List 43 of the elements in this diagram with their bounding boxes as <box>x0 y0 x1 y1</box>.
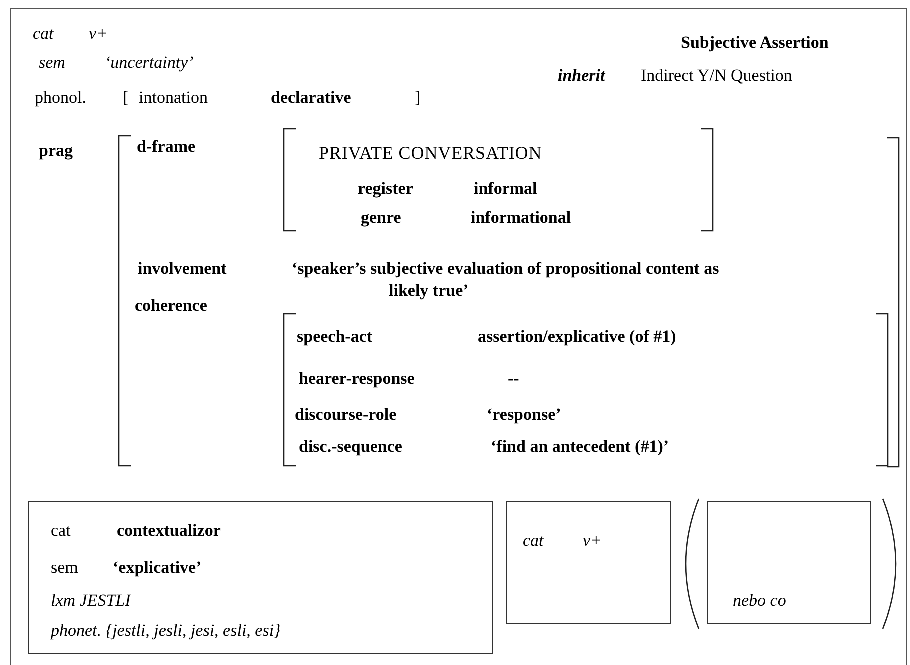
lexeme-text: lxm JESTLI <box>51 590 131 612</box>
feature-value: ‘explicative’ <box>113 557 202 579</box>
feature-value: declarative <box>271 87 352 109</box>
feature-name: intonation <box>139 87 208 109</box>
feature-value: v+ <box>89 23 108 45</box>
frame-value: PRIVATE CONVERSATION <box>319 142 542 164</box>
feature-name: hearer-response <box>299 368 415 390</box>
feature-box <box>28 501 493 654</box>
feature-name: d-frame <box>137 136 196 158</box>
feature-value: informational <box>471 207 572 229</box>
feature-box <box>707 501 871 624</box>
feature-value: ‘response’ <box>487 404 562 426</box>
feature-name: discourse-role <box>295 404 397 426</box>
feature-value: ‘find an antecedent (#1)’ <box>491 436 670 458</box>
feature-name: inherit <box>558 65 606 87</box>
feature-name: prag <box>39 140 73 162</box>
feature-value: assertion/explicative (of #1) <box>478 326 676 348</box>
bracket-text: [ <box>123 87 129 109</box>
feature-name: involvement <box>138 258 227 280</box>
construction-title: Subjective Assertion <box>681 32 829 54</box>
feature-box <box>506 501 671 624</box>
feature-value: v+ <box>583 530 602 552</box>
feature-value: -- <box>508 368 520 390</box>
feature-name: sem <box>51 557 78 579</box>
feature-value: ‘speaker’s subjective evaluation of propositional content as likely true’ <box>292 258 720 302</box>
feature-name: coherence <box>135 295 208 317</box>
bracket-text: ] <box>415 87 421 109</box>
feature-value: informal <box>474 178 538 200</box>
feature-name: speech-act <box>297 326 373 348</box>
lexeme-text: nebo co <box>733 590 786 612</box>
feature-name: disc.-sequence <box>299 436 402 458</box>
feature-value: ‘uncertainty’ <box>105 52 194 74</box>
feature-name: phonol. <box>35 87 86 109</box>
phonetic-variants: phonet. {jestli, jesli, jesi, esli, esi} <box>51 620 281 642</box>
feature-name: register <box>358 178 414 200</box>
feature-name: genre <box>361 207 402 229</box>
frame-box <box>10 8 907 665</box>
feature-value: contextualizor <box>117 520 221 542</box>
feature-name: cat <box>523 530 544 552</box>
feature-name: cat <box>33 23 54 45</box>
feature-name: cat <box>51 520 71 542</box>
feature-value: Indirect Y/N Question <box>641 65 792 87</box>
feature-name: sem <box>39 52 66 74</box>
